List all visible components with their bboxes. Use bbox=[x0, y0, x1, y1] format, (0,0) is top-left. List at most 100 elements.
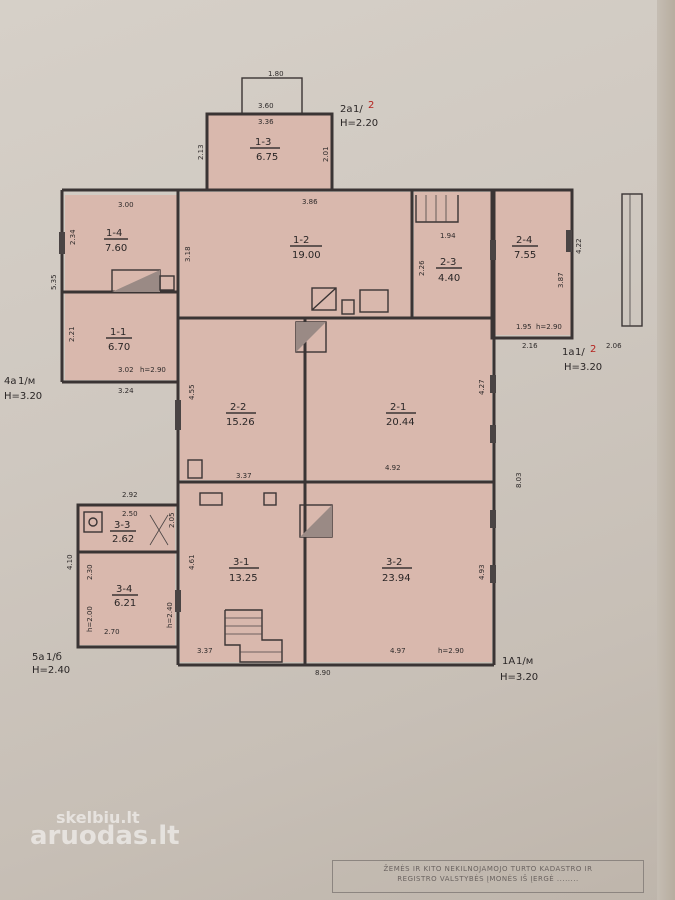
svg-text:h=2.40: h=2.40 bbox=[166, 602, 174, 628]
svg-text:3.00: 3.00 bbox=[118, 201, 134, 209]
svg-text:3.87: 3.87 bbox=[557, 272, 565, 288]
svg-text:3.24: 3.24 bbox=[118, 387, 134, 395]
svg-text:2.34: 2.34 bbox=[69, 229, 77, 245]
room-3-4-area: 6.21 bbox=[114, 598, 136, 609]
svg-text:2a: 2a bbox=[340, 104, 353, 115]
svg-text:H=2.20: H=2.20 bbox=[340, 118, 378, 129]
room-2-3-fill bbox=[414, 192, 492, 317]
svg-text:2.92: 2.92 bbox=[122, 491, 138, 499]
svg-text:2.13: 2.13 bbox=[197, 144, 205, 160]
svg-text:h=2.00: h=2.00 bbox=[86, 606, 94, 632]
room-2-4-fill bbox=[494, 190, 572, 335]
room-3-4-id: 3-4 bbox=[116, 584, 132, 595]
svg-text:3.37: 3.37 bbox=[197, 647, 213, 655]
stamp-line-2: REGISTRO VALSTYBĖS ĮMONĖS IŠ ĮERGĖ .....… bbox=[397, 875, 579, 883]
svg-text:h=2.90: h=2.90 bbox=[140, 366, 166, 374]
room-2-4-id: 2-4 bbox=[516, 235, 532, 246]
svg-text:1A: 1A bbox=[502, 656, 515, 667]
fixtures bbox=[83, 195, 459, 663]
svg-text:4a: 4a bbox=[4, 376, 17, 387]
room-3-2-id: 3-2 bbox=[386, 557, 402, 568]
watermark: skelbiu.lt aruodas.lt bbox=[8, 808, 180, 851]
dimension-labels: 1.80 3.60 3.36 2.13 2.01 3.86 3.00 2.34 … bbox=[50, 70, 622, 677]
room-3-2-area: 23.94 bbox=[382, 573, 411, 584]
svg-text:4.10: 4.10 bbox=[66, 554, 74, 570]
room-1-4-area: 7.60 bbox=[105, 243, 127, 254]
svg-text:2.05: 2.05 bbox=[168, 512, 176, 528]
svg-text:2.26: 2.26 bbox=[418, 260, 426, 276]
room-3-1-area: 13.25 bbox=[229, 573, 258, 584]
svg-text:H=3.20: H=3.20 bbox=[500, 672, 538, 683]
svg-text:2: 2 bbox=[590, 344, 596, 355]
svg-text:h=2.90: h=2.90 bbox=[536, 323, 562, 331]
svg-text:1/м: 1/м bbox=[18, 376, 35, 387]
room-2-1-id: 2-1 bbox=[390, 402, 406, 413]
room-labels: 1-3 6.75 1-2 19.00 1-4 7.60 1-1 6.70 2-3… bbox=[104, 137, 538, 609]
svg-text:1.95: 1.95 bbox=[516, 323, 532, 331]
svg-text:2.50: 2.50 bbox=[122, 510, 138, 518]
svg-text:1.94: 1.94 bbox=[440, 232, 456, 240]
room-2-4-area: 7.55 bbox=[514, 250, 536, 261]
windows bbox=[59, 230, 572, 612]
svg-text:8.03: 8.03 bbox=[515, 472, 523, 488]
svg-text:h=2.90: h=2.90 bbox=[438, 647, 464, 655]
svg-text:3.02: 3.02 bbox=[118, 366, 134, 374]
svg-text:1/: 1/ bbox=[353, 104, 363, 115]
room-2-2-area: 15.26 bbox=[226, 417, 255, 428]
level-marks: 2a 1/ 2 H=2.20 4a 1/м H=3.20 1a 1/ 2 H=3… bbox=[4, 100, 602, 683]
svg-text:4.27: 4.27 bbox=[478, 379, 486, 395]
svg-text:2.21: 2.21 bbox=[68, 326, 76, 342]
stamp-line-1: ŽEMĖS IR KITO NEKILNOJAMOJO TURTO KADAST… bbox=[383, 865, 593, 873]
svg-text:4.92: 4.92 bbox=[385, 464, 401, 472]
svg-text:H=3.20: H=3.20 bbox=[4, 391, 42, 402]
room-3-3-3-4-fill bbox=[78, 505, 175, 645]
svg-text:2.01: 2.01 bbox=[322, 146, 330, 162]
room-1-2-id: 1-2 bbox=[293, 235, 309, 246]
room-1-1-area: 6.70 bbox=[108, 342, 130, 353]
svg-text:H=2.40: H=2.40 bbox=[32, 665, 70, 676]
room-1-3-id: 1-3 bbox=[255, 137, 271, 148]
room-2-fill bbox=[180, 318, 492, 480]
room-1-3-area: 6.75 bbox=[256, 152, 278, 163]
room-3-3-id: 3-3 bbox=[114, 520, 130, 531]
svg-text:4.22: 4.22 bbox=[575, 238, 583, 254]
svg-text:4.61: 4.61 bbox=[188, 554, 196, 570]
room-1-2-area: 19.00 bbox=[292, 250, 321, 261]
room-2-3-area: 4.40 bbox=[438, 273, 460, 284]
svg-text:3.86: 3.86 bbox=[302, 198, 318, 206]
watermark-bottom: aruodas.lt bbox=[30, 821, 180, 851]
svg-text:3.37: 3.37 bbox=[236, 472, 252, 480]
svg-text:4.97: 4.97 bbox=[390, 647, 406, 655]
svg-text:3.18: 3.18 bbox=[184, 246, 192, 262]
svg-text:2: 2 bbox=[368, 100, 374, 111]
svg-text:H=3.20: H=3.20 bbox=[564, 362, 602, 373]
room-3-1-id: 3-1 bbox=[233, 557, 249, 568]
svg-text:2.06: 2.06 bbox=[606, 342, 622, 350]
room-2-2-id: 2-2 bbox=[230, 402, 246, 413]
room-1-3-fill bbox=[207, 115, 332, 190]
svg-text:1/м: 1/м bbox=[516, 656, 533, 667]
room-3-3-area: 2.62 bbox=[112, 534, 134, 545]
room-1-2-fill bbox=[180, 192, 412, 317]
room-1-4-id: 1-4 bbox=[106, 228, 122, 239]
watermark-top: skelbiu.lt bbox=[56, 808, 140, 827]
room-2-1-area: 20.44 bbox=[386, 417, 415, 428]
svg-text:1/б: 1/б bbox=[46, 652, 62, 663]
svg-text:3.60: 3.60 bbox=[258, 102, 274, 110]
svg-text:1/: 1/ bbox=[575, 347, 585, 358]
svg-text:4.55: 4.55 bbox=[188, 384, 196, 400]
svg-text:2.30: 2.30 bbox=[86, 564, 94, 580]
svg-text:3.36: 3.36 bbox=[258, 118, 274, 126]
svg-text:8.90: 8.90 bbox=[315, 669, 331, 677]
svg-text:5a: 5a bbox=[32, 652, 45, 663]
svg-text:5.35: 5.35 bbox=[50, 274, 58, 290]
registry-stamp: ŽEMĖS IR KITO NEKILNOJAMOJO TURTO KADAST… bbox=[332, 860, 644, 893]
room-1-1-id: 1-1 bbox=[110, 327, 126, 338]
svg-text:2.70: 2.70 bbox=[104, 628, 120, 636]
room-2-3-id: 2-3 bbox=[440, 257, 456, 268]
svg-text:4.93: 4.93 bbox=[478, 564, 486, 580]
svg-text:2.16: 2.16 bbox=[522, 342, 538, 350]
svg-text:1.80: 1.80 bbox=[268, 70, 284, 78]
room-3-fill bbox=[180, 482, 492, 662]
